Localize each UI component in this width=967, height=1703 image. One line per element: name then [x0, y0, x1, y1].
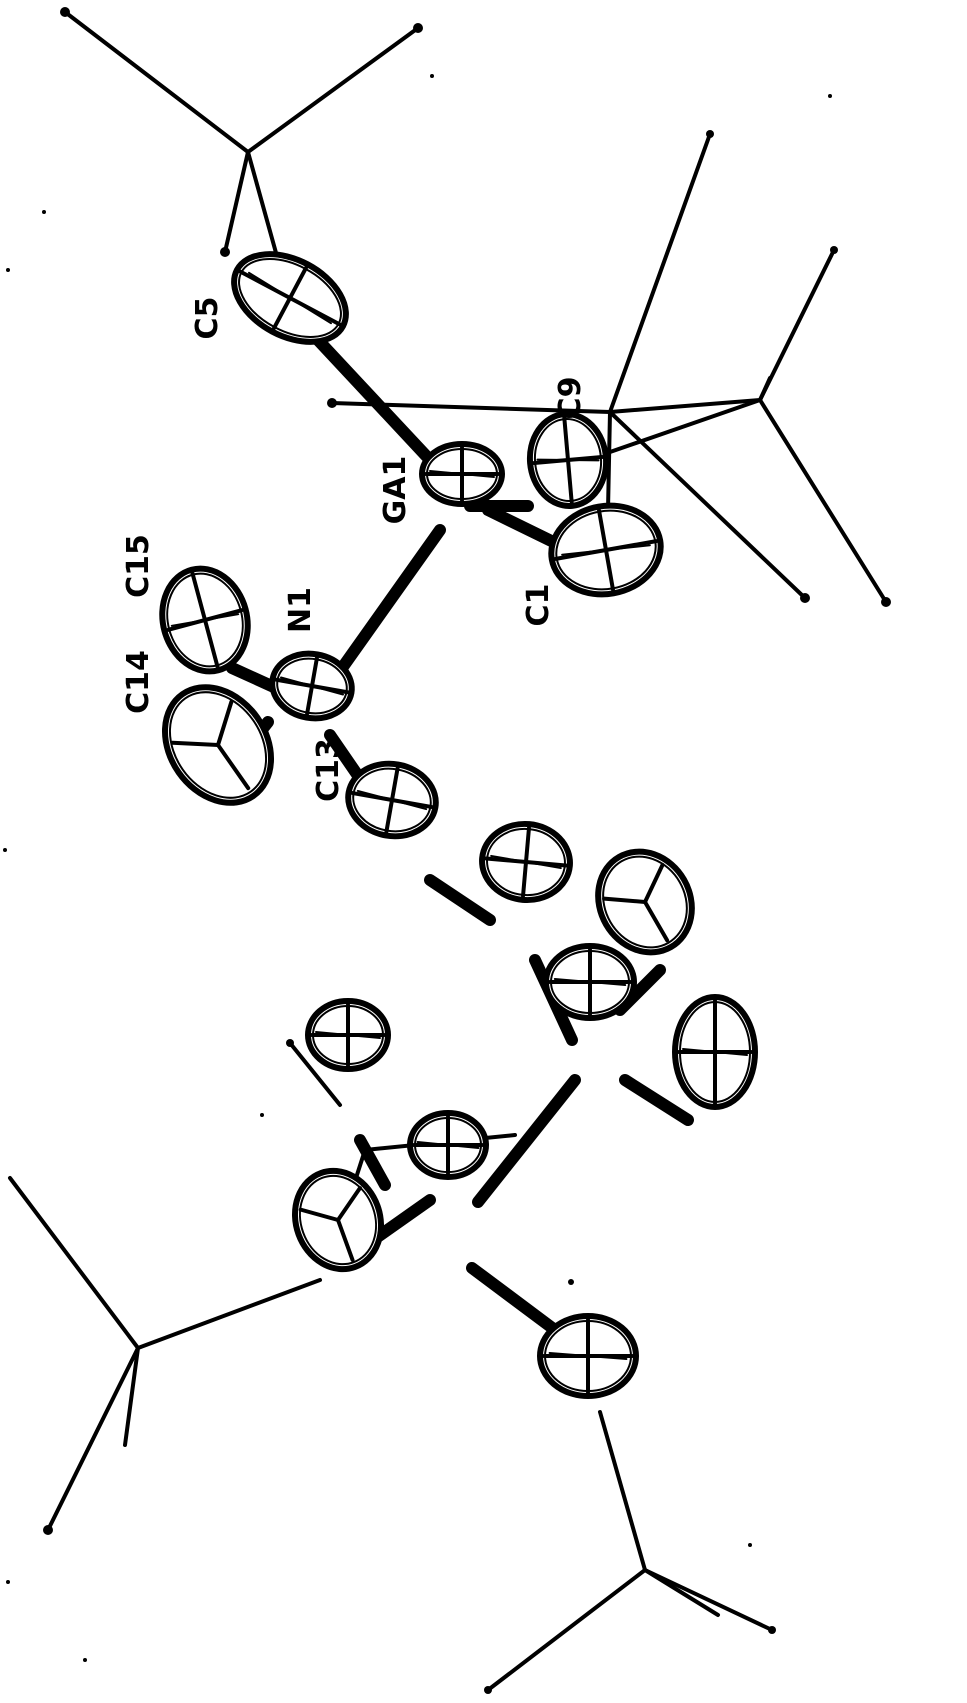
label-c13: C13	[311, 738, 346, 802]
ellipsoid-c1	[548, 502, 664, 598]
label-c1: C1	[521, 584, 556, 627]
label-ga1: GA1	[378, 456, 413, 525]
ellipsoid-c15	[159, 565, 251, 675]
wireframe-groups	[8, 10, 888, 1692]
ellipsoid-c9	[526, 411, 610, 509]
ellipsoid-ga1	[419, 441, 505, 507]
dot-artifacts	[3, 7, 891, 1694]
ellipsoid-c14	[161, 684, 275, 806]
label-n1: N1	[283, 587, 318, 633]
ellipsoid-n1	[269, 650, 355, 722]
ellipsoid-c	[543, 943, 637, 1021]
label-c14: C14	[121, 650, 156, 714]
ellipsoid-ga2	[407, 1110, 489, 1180]
ellipsoid-f	[291, 1167, 385, 1273]
atom-labels: C5 C9 GA1 C15 N1 C1 C14 C13	[121, 297, 588, 802]
ellipsoids	[159, 251, 758, 1399]
ellipsoid-g	[537, 1313, 639, 1399]
ellipsoid-c5	[231, 251, 349, 345]
ellipsoid-b	[595, 848, 695, 956]
ellipsoid-e	[305, 998, 391, 1072]
label-c15: C15	[121, 534, 156, 598]
label-c9: C9	[553, 377, 588, 420]
ellipsoid-a	[479, 820, 573, 904]
ellipsoid-c13	[345, 760, 439, 840]
ellipsoid-d	[672, 994, 758, 1110]
label-c5: C5	[190, 297, 225, 340]
